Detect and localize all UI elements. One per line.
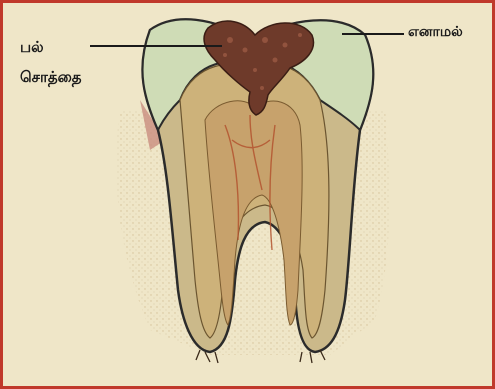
caries-label-line1: பல் (20, 38, 44, 58)
caries-label-line2: சொத்தை (20, 68, 82, 88)
enamel-label: எனாமல் (408, 24, 463, 42)
